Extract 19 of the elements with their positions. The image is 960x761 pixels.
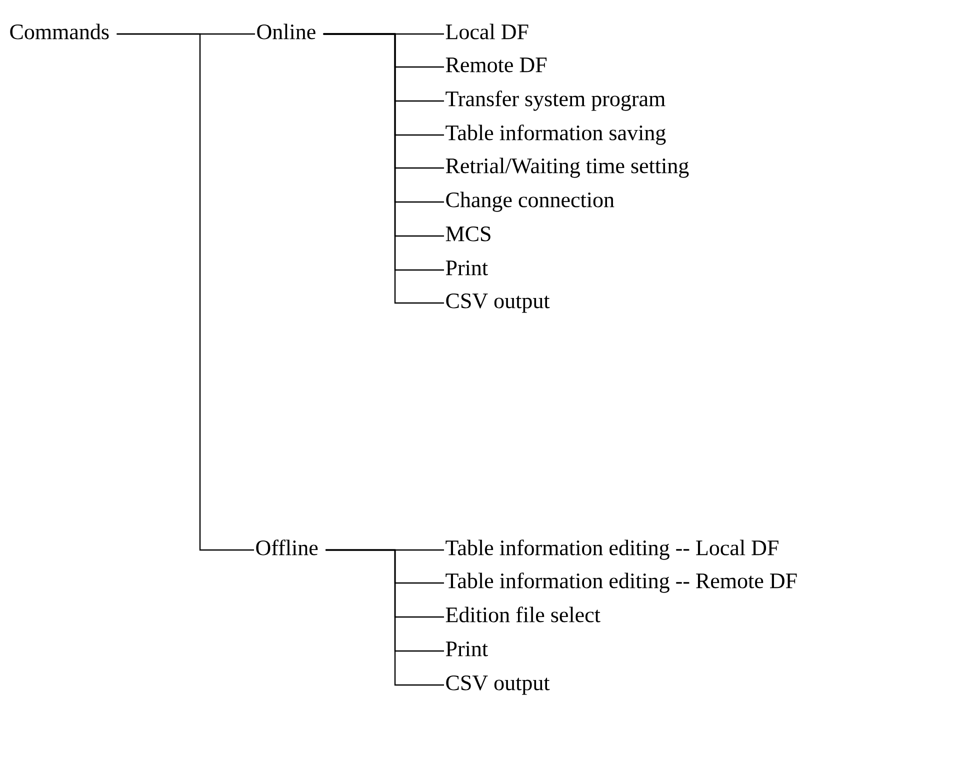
tree-label: MCS bbox=[446, 226, 490, 242]
tree-label: Table information saving bbox=[446, 124, 666, 145]
tree-label: CSV output bbox=[446, 294, 550, 313]
tree-label: Remote DF bbox=[446, 58, 547, 72]
tree-label: Table information editing -- Local DF bbox=[446, 540, 778, 560]
tree-label: Local DF bbox=[446, 24, 528, 40]
tree-connector bbox=[326, 549, 444, 686]
tree-label: Change connection bbox=[446, 192, 614, 212]
tree-label: Retrial/Waiting time setting bbox=[446, 158, 689, 178]
tree-label: CSV output bbox=[446, 676, 550, 695]
tree-label: Edition file select bbox=[446, 606, 600, 622]
tree-connector bbox=[116, 33, 254, 551]
tree-label: Transfer system program bbox=[446, 90, 666, 111]
tree-label: Print bbox=[446, 260, 488, 276]
tree-label: Offline bbox=[256, 540, 318, 556]
tree-label: Print bbox=[446, 642, 488, 656]
tree-label: Table information editing -- Remote DF bbox=[446, 572, 797, 593]
tree-label: Online bbox=[257, 24, 316, 40]
tree-label: Commands bbox=[10, 24, 109, 40]
